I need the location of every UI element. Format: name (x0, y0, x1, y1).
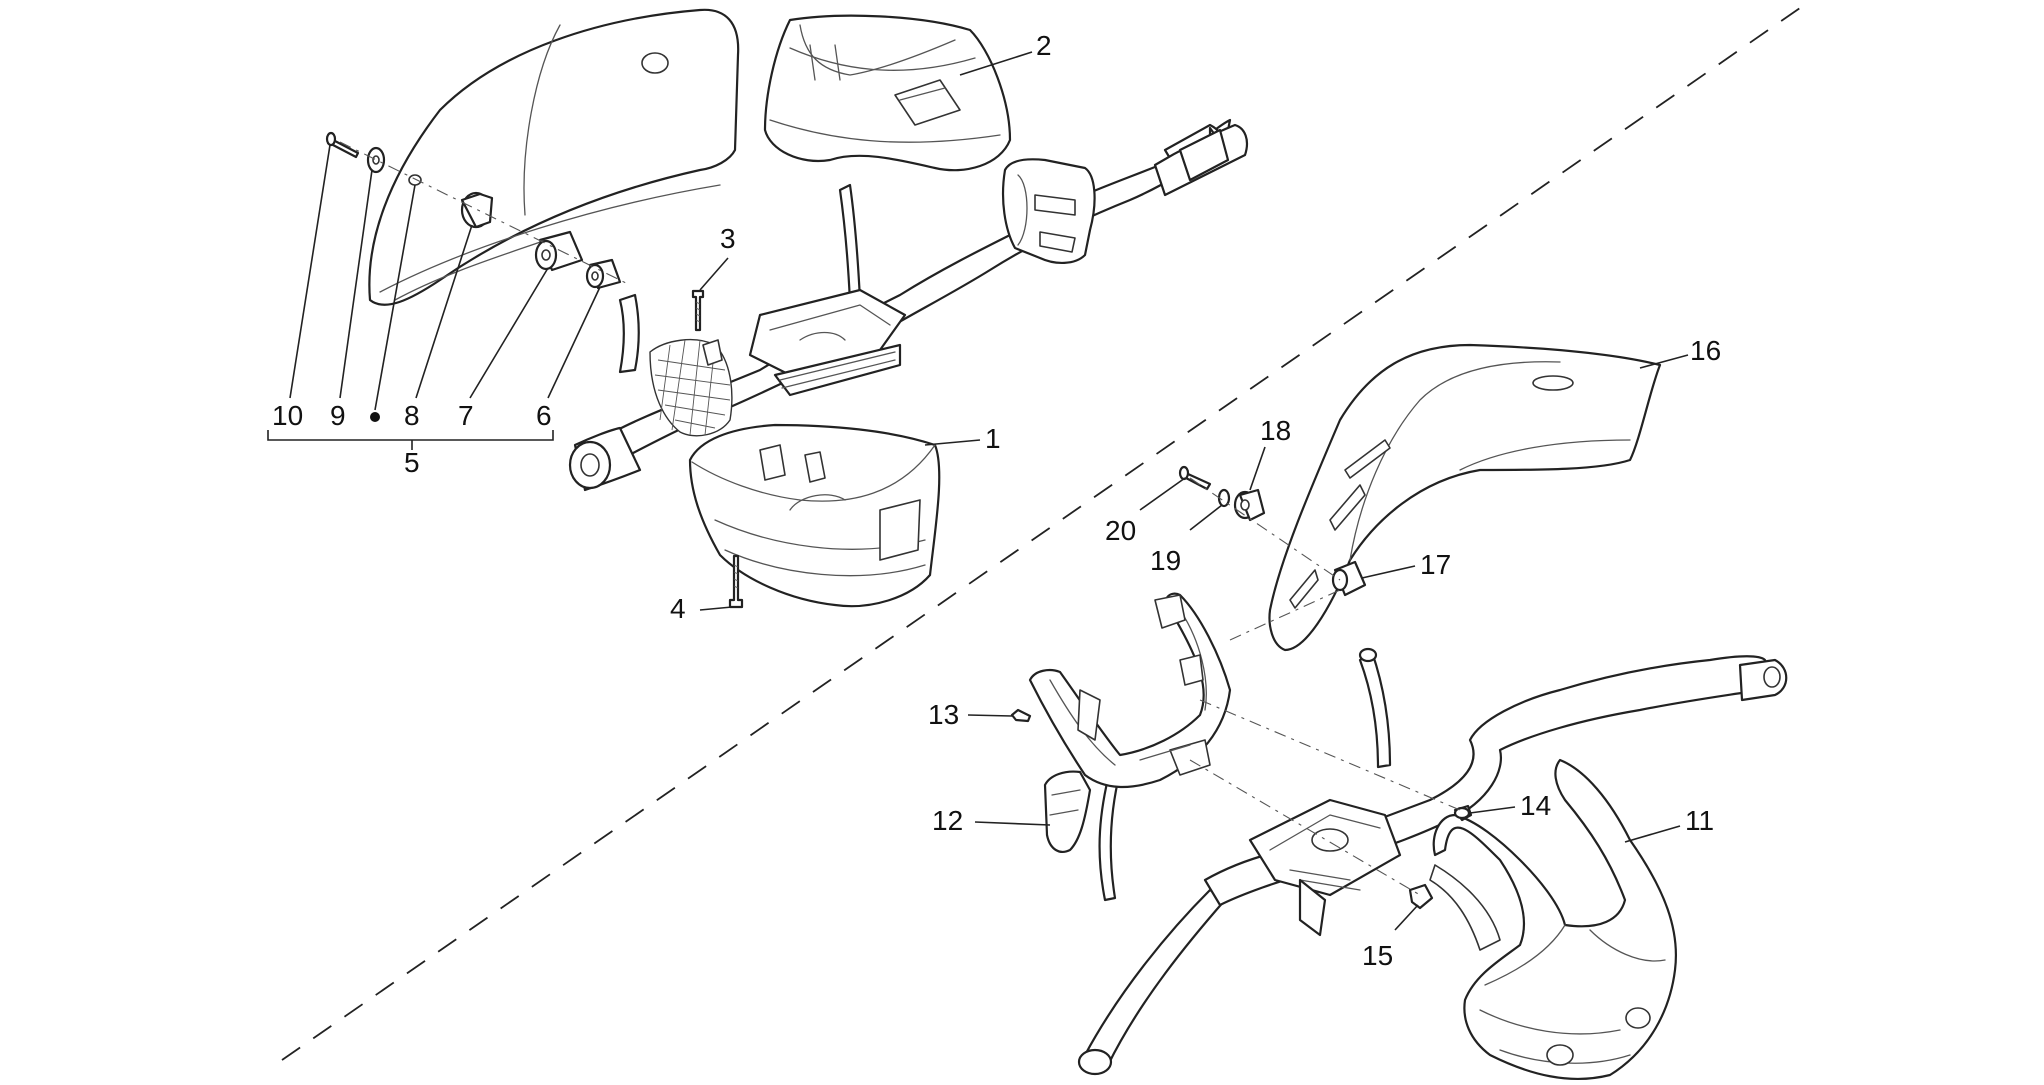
left-switch-housing (649, 339, 733, 437)
callout-18: 18 (1260, 415, 1291, 446)
handlebar-lower (1077, 647, 1788, 1076)
lower-bracket-part-12 (1043, 770, 1092, 853)
callout-7: 7 (458, 400, 474, 431)
variant-separator-line (281, 7, 1801, 1061)
leader-14 (1469, 806, 1516, 814)
screw-part-13 (1010, 708, 1032, 723)
leader-15 (1394, 904, 1419, 931)
group-bracket-5 (267, 430, 554, 441)
leader-17 (1361, 565, 1416, 579)
callout-15: 15 (1362, 940, 1393, 971)
leader-1 (924, 439, 981, 446)
callout-9: 9 (330, 400, 346, 431)
leader-8 (415, 224, 473, 399)
spacer-part-7 (534, 230, 584, 272)
callout-20: 20 (1105, 515, 1136, 546)
grommet-part-8 (460, 191, 494, 229)
lower-cover-part-11 (1429, 758, 1677, 1081)
windscreen-part-16 (1268, 343, 1662, 652)
callout-16: 16 (1690, 335, 1721, 366)
leader-6 (547, 286, 601, 399)
callout-3: 3 (720, 223, 736, 254)
leader-12 (974, 821, 1051, 826)
upper-headlight-bracket (1028, 592, 1232, 788)
leader-7 (469, 267, 549, 399)
leader-18 (1249, 446, 1266, 491)
callout-1: 1 (985, 423, 1001, 454)
leader-20 (1139, 477, 1186, 511)
assembly-axis-lower-3 (1199, 699, 1461, 811)
grommet-part-18 (1233, 488, 1266, 522)
leader-16 (1639, 354, 1689, 369)
upper-handlebar-cover (763, 14, 1012, 172)
leader-13 (967, 714, 1013, 717)
callout-17: 17 (1420, 549, 1451, 580)
clip-part-15 (1408, 883, 1434, 910)
leader-11 (1624, 825, 1681, 843)
assembly-axis-lower-1 (1189, 477, 1341, 581)
callout-8: 8 (404, 400, 420, 431)
leader-10 (289, 144, 331, 399)
callout-13: 13 (928, 699, 959, 730)
leader-9 (339, 169, 373, 399)
assembly-axis-lower-4 (1189, 759, 1421, 896)
callout-12: 12 (932, 805, 963, 836)
right-switch-housing (1001, 158, 1096, 264)
callout-6: 6 (536, 400, 552, 431)
callout-10: 10 (272, 400, 303, 431)
screw-part-14 (1453, 804, 1473, 822)
callout-5: 5 (404, 447, 420, 478)
callout-2: 2 (1036, 30, 1052, 61)
screw-part-4 (728, 554, 744, 609)
washer-part-9 (366, 146, 386, 174)
assembly-axis-lower-2 (1229, 589, 1341, 641)
screw-part-3 (691, 289, 705, 332)
callout-11: 11 (1685, 805, 1714, 836)
leader-4 (699, 606, 733, 611)
lower-handlebar-cover (688, 423, 941, 608)
leader-windscreen (374, 184, 416, 411)
windscreen (368, 8, 740, 306)
callout-4: 4 (670, 593, 686, 624)
nut-part-6 (585, 258, 622, 290)
leader-2 (959, 51, 1033, 76)
windscreen-reference-dot (370, 412, 380, 422)
callout-19: 19 (1150, 545, 1181, 576)
leader-19 (1189, 504, 1223, 531)
leader-3 (699, 257, 729, 291)
callout-14: 14 (1520, 790, 1551, 821)
screw-part-10 (325, 131, 360, 159)
